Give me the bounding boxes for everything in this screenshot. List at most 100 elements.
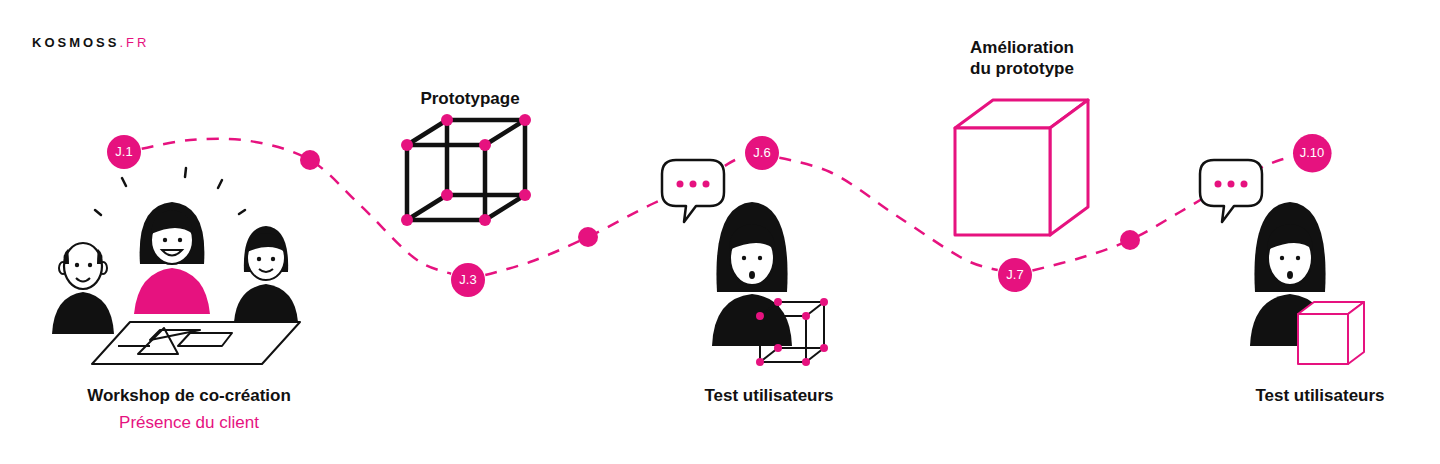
cube-vertex-part [774, 298, 782, 306]
speech-bubble-part [677, 181, 684, 188]
path-dot-part [578, 227, 598, 247]
client-figure-part [134, 268, 210, 314]
solid-cube-part [955, 128, 1050, 235]
workshop-table-part [178, 333, 232, 346]
cube-vertex-part [479, 214, 491, 226]
cube-vertex-part [756, 358, 764, 366]
day-circle-shape [1293, 134, 1332, 173]
workshop-table-part [150, 330, 200, 340]
cube-vertex-part [820, 344, 828, 352]
designer-figure-part [257, 257, 261, 261]
speech-bubble-part [1228, 181, 1235, 188]
bald-man-figure-part [64, 249, 69, 264]
solid-cube-part [1050, 100, 1088, 235]
bald-man-figure-part [75, 263, 79, 267]
speech-bubble [662, 160, 724, 222]
tester-figure-part [742, 256, 746, 260]
wireframe-cube-part [407, 195, 447, 220]
wireframe-cube-part [485, 195, 525, 220]
cube-vertex-part [441, 114, 453, 126]
speech-bubble-part [690, 181, 697, 188]
designer-figure-part [234, 284, 298, 322]
workshop-table-part [118, 345, 150, 347]
workshop-table-part [92, 322, 300, 364]
excitement-stroke-part [239, 210, 245, 214]
excitement-stroke-part [185, 168, 186, 177]
wireframe-cube-part [405, 145, 410, 220]
client-note: Présence du client [119, 412, 259, 433]
timeline-connector [142, 139, 451, 274]
wireframe-cube-part [447, 118, 525, 123]
day-marker: J.1 [107, 135, 141, 169]
cube-vertex-part [802, 358, 810, 366]
cube-vertex-part [441, 189, 453, 201]
speech-bubble-part [703, 181, 710, 188]
cube-vertex-part [401, 139, 413, 151]
day-number: J.1 [115, 145, 132, 159]
workshop-table [92, 322, 300, 364]
cube-vertex-part [519, 189, 531, 201]
path-dot-part [1120, 230, 1140, 250]
wireframe-cube [760, 302, 824, 362]
designer-figure-part [247, 233, 285, 252]
wireframe-cube-part [483, 145, 488, 220]
cube-vertex-part [820, 298, 828, 306]
stage-title: Amélioration du prototype [961, 37, 1083, 80]
client-figure [134, 202, 210, 314]
cube-vertex-part [479, 139, 491, 151]
day-circle-shape [745, 136, 779, 170]
speech-bubble-part [662, 160, 724, 222]
cube-vertex-part [756, 312, 764, 320]
wireframe-cube-part [760, 316, 806, 362]
speech-bubble-part [1215, 181, 1222, 188]
stage-title: Test utilisateurs [1255, 385, 1384, 406]
excitement-stroke-part [95, 210, 101, 215]
brand-domain: .FR [119, 35, 149, 51]
solid-cube [1298, 302, 1364, 364]
cube-vertex [401, 114, 531, 226]
day-circle-shape [107, 135, 141, 169]
solid-cube-part [1348, 302, 1364, 364]
bald-man-figure-part [88, 263, 92, 267]
wireframe-cube-part [485, 120, 525, 145]
speech-bubble-part [1200, 160, 1262, 222]
wireframe-cube-part [778, 302, 824, 348]
cube-vertex-part [401, 214, 413, 226]
day-number: J.10 [1300, 146, 1325, 160]
cube-vertex [756, 298, 828, 366]
tester-figure-part [1267, 224, 1313, 250]
day-number: J.6 [753, 146, 770, 160]
stage-title: Test utilisateurs [704, 385, 833, 406]
speech-bubble [1200, 160, 1262, 222]
speech-bubble-part [1241, 181, 1248, 188]
client-figure-part [151, 210, 193, 234]
tester-figure-part [1296, 256, 1300, 260]
wireframe-cube-part [407, 120, 447, 145]
client-figure-part [178, 238, 182, 242]
tester-figure-part [712, 294, 792, 346]
bald-man-figure-part [76, 278, 90, 282]
cube-vertex-part [519, 114, 531, 126]
bald-man-figure-part [97, 249, 102, 264]
path-dot-part [300, 150, 320, 170]
solid-cube [955, 100, 1088, 235]
designer-figure [234, 226, 298, 322]
client-figure-part [140, 202, 205, 264]
excitement-stroke-part [218, 180, 222, 188]
designer-figure-part [271, 257, 275, 261]
day-marker: J.10 [1293, 134, 1332, 173]
wireframe-cube-part [523, 120, 528, 195]
tester-figure-part [1287, 271, 1293, 279]
tester-figure-part [716, 202, 787, 292]
wireframe-cube-part [407, 218, 485, 223]
designer-figure-part [259, 269, 273, 272]
bald-man-figure [52, 243, 114, 334]
brand-logo: KOSMOSS [32, 35, 119, 51]
day-marker: J.3 [451, 263, 485, 297]
tester-figure-part [729, 224, 775, 250]
day-circle-shape [451, 263, 485, 297]
tester-figure-part [758, 256, 762, 260]
client-figure-part [162, 250, 182, 256]
day-circle-shape [998, 258, 1032, 292]
tester-figure-part [1280, 256, 1284, 260]
